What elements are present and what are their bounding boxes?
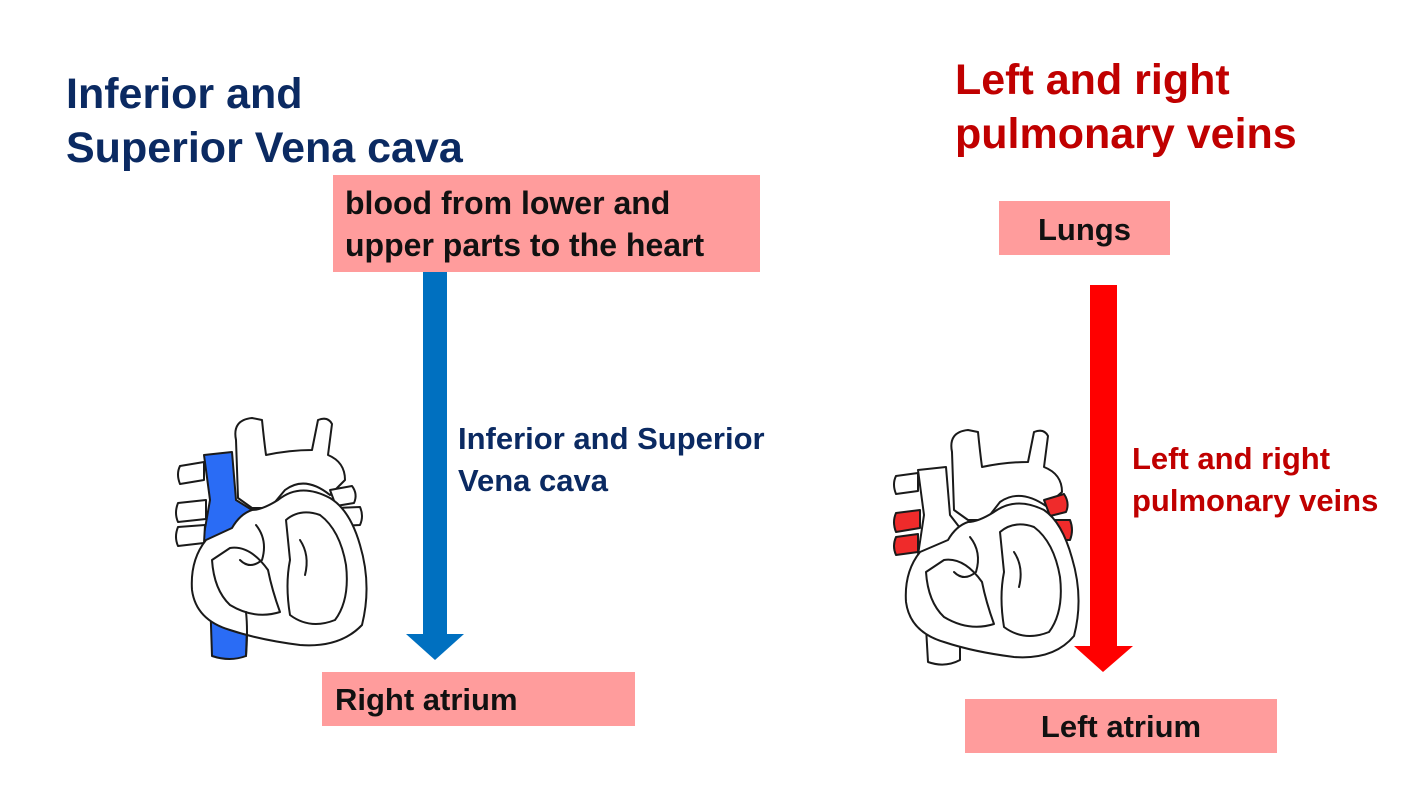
title-pulmonary-veins-line-1: Left and right: [955, 56, 1230, 104]
title-vena-cava-line-1: Inferior and: [66, 70, 303, 118]
heart-right-icon: [893, 429, 1080, 666]
source-box-vena-cava: blood from lower and upper parts to the …: [333, 175, 760, 272]
title-vena-cava-line-2: Superior Vena cava: [66, 123, 463, 172]
title-pulmonary-veins-line-2: pulmonary veins: [955, 109, 1297, 158]
right-atrium-label: Right atrium: [335, 682, 518, 717]
heart-left-icon: [175, 417, 368, 660]
arrow-label-pulmonary-line-2: pulmonary veins: [1132, 483, 1379, 519]
title-vena-cava: Inferior and Superior Vena cava: [66, 68, 463, 176]
arrow-label-vena-cava-line-2: Vena cava: [458, 463, 608, 499]
source-line-1: blood from lower and: [345, 185, 671, 221]
lungs-label: Lungs: [1038, 212, 1131, 247]
arrow-label-pulmonary-line-1: Left and right: [1132, 441, 1331, 476]
arrow-label-vena-cava: Inferior and Superior Vena cava: [458, 418, 765, 503]
lungs-box: Lungs: [999, 201, 1170, 255]
left-atrium-box: Left atrium: [965, 699, 1277, 753]
left-atrium-label: Left atrium: [1040, 709, 1202, 744]
red-arrow: [1074, 285, 1133, 672]
arrow-label-pulmonary-veins: Left and right pulmonary veins: [1132, 438, 1378, 523]
arrow-label-vena-cava-line-1: Inferior and Superior: [458, 421, 765, 456]
title-pulmonary-veins: Left and right pulmonary veins: [955, 54, 1297, 162]
right-atrium-box: Right atrium: [322, 672, 635, 726]
source-line-2: upper parts to the heart: [345, 226, 705, 263]
blue-arrow: [406, 272, 464, 660]
